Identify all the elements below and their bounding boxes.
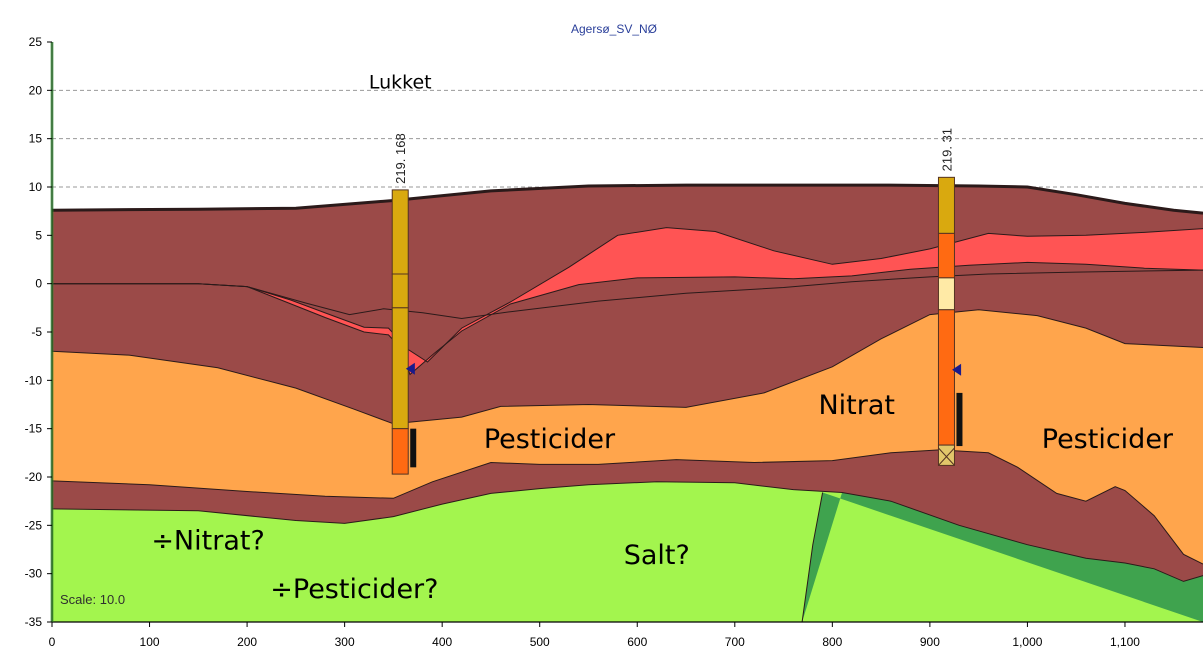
y-tick-label: 10 <box>29 180 43 194</box>
well-segment <box>391 428 409 475</box>
boundary-line <box>52 261 1203 376</box>
y-tick-label: -15 <box>25 422 43 436</box>
boundary-line <box>52 481 1203 582</box>
x-tick-label: 1,100 <box>1110 635 1140 649</box>
boundary-line <box>52 309 1203 425</box>
water-level-marker <box>405 362 415 375</box>
x-tick-label: 100 <box>140 635 160 649</box>
geological-layers <box>52 183 1203 622</box>
y-tick-label: -35 <box>25 615 43 629</box>
x-tick-label: 1,000 <box>1012 635 1042 649</box>
water-level-marker <box>952 363 962 376</box>
chart-title: Agersø_SV_NØ <box>571 22 657 36</box>
x-tick-label: 700 <box>725 635 745 649</box>
well-segment <box>937 176 955 234</box>
annotation-label: Lukket <box>369 71 432 93</box>
y-tick-label: 0 <box>35 277 42 291</box>
well-segment <box>391 189 409 275</box>
scale-label: Scale: 10.0 <box>60 592 125 607</box>
y-tick-label: 5 <box>35 228 42 242</box>
wells: 219. 168 219. 31 <box>391 128 963 475</box>
x-axis-ticks: 0 100 200 300 400 500 600 700 800 900 1,000 1,100 <box>49 622 1140 649</box>
well-id-label: 219. 31 <box>939 128 954 171</box>
y-tick-label: 25 <box>29 35 43 49</box>
annotation-label: Pesticider <box>484 424 616 455</box>
x-tick-label: 0 <box>49 635 56 649</box>
x-tick-label: 300 <box>335 635 355 649</box>
well-segment <box>937 232 955 279</box>
well-segment <box>391 273 409 309</box>
well-bottom-marker <box>938 447 955 466</box>
well-segment <box>391 307 409 430</box>
y-tick-label: -20 <box>25 470 43 484</box>
y-tick-label: -5 <box>31 325 42 339</box>
x-tick-label: 400 <box>432 635 452 649</box>
annotation-label: ÷Pesticider? <box>270 574 438 605</box>
well-segment <box>937 309 955 446</box>
sand-aquifer-layer <box>52 309 1203 564</box>
boundary-line <box>801 492 824 622</box>
y-tick-label: -30 <box>25 567 43 581</box>
ground-surface-line <box>52 183 1203 215</box>
x-tick-label: 800 <box>822 635 842 649</box>
annotation-label: Pesticider <box>1042 424 1174 455</box>
x-tick-label: 600 <box>627 635 647 649</box>
boundary-line <box>52 227 1203 363</box>
red-sand-layer <box>52 227 1203 375</box>
annotation-label: Salt? <box>624 540 690 571</box>
well-id-label: 219. 168 <box>393 133 408 184</box>
annotation-label: Nitrat <box>818 390 895 421</box>
x-tick-label: 200 <box>237 635 257 649</box>
y-axis-ticks: 25 20 15 10 5 0 -5 -10 -15 -20 -25 -30 -35 <box>25 35 52 629</box>
annotation-label: ÷Nitrat? <box>151 526 264 557</box>
well-screen <box>410 428 417 468</box>
y-tick-label: 15 <box>29 132 43 146</box>
x-tick-label: 900 <box>920 635 940 649</box>
well-segment <box>937 277 955 311</box>
boundary-line <box>52 449 1203 565</box>
y-tick-label: -25 <box>25 518 43 532</box>
x-tick-label: 500 <box>530 635 550 649</box>
well-screen <box>956 392 963 447</box>
y-tick-label: 20 <box>29 83 43 97</box>
y-tick-label: -10 <box>25 373 43 387</box>
